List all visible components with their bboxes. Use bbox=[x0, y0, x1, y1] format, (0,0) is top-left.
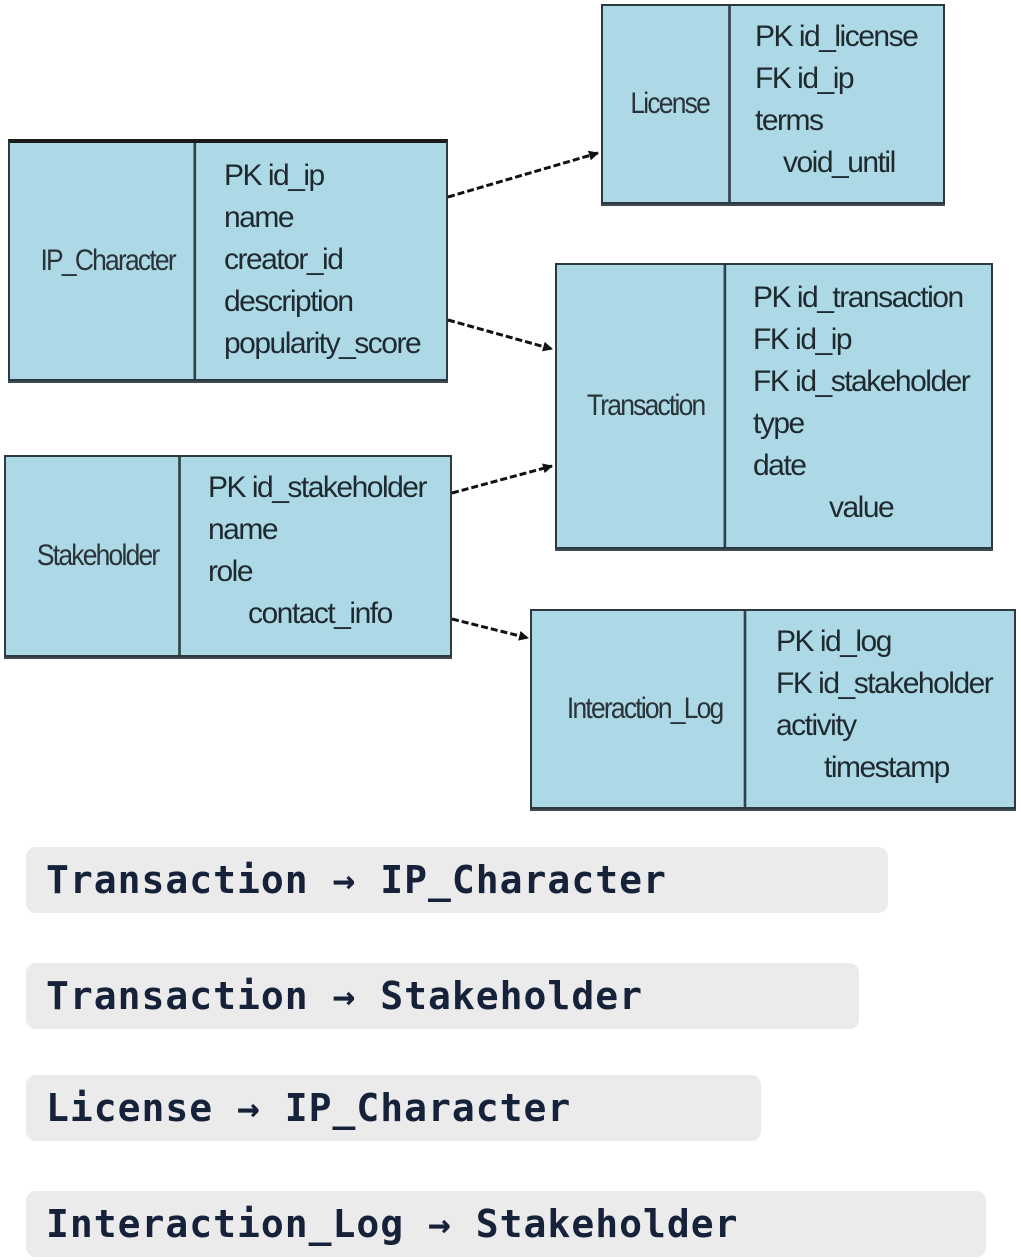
entity-fields: PK id_stakeholder name role contact_info bbox=[192, 457, 450, 655]
field: FK id_ip bbox=[755, 62, 855, 95]
entity-name: Interaction_Log bbox=[546, 611, 747, 807]
field: FK id_ip bbox=[753, 323, 853, 356]
entity-fields: PK id_license FK id_ip terms void_until bbox=[739, 6, 943, 202]
entity-license[interactable]: License PK id_license FK id_ip terms voi… bbox=[601, 4, 945, 204]
field: FK id_stakeholder bbox=[753, 365, 971, 398]
relation-snippet: Transaction → IP_Character bbox=[26, 847, 888, 913]
entity-stakeholder[interactable]: Stakeholder PK id_stakeholder name role … bbox=[4, 455, 452, 657]
relation-snippet: Interaction_Log → Stakeholder bbox=[26, 1191, 986, 1257]
arrow-stakeholder-to-interaction-log bbox=[451, 617, 529, 641]
arrow-stakeholder-to-transaction bbox=[451, 463, 553, 495]
arrow-ip-character-to-license bbox=[447, 150, 599, 199]
field: name bbox=[224, 201, 295, 234]
entity-name: License bbox=[611, 6, 731, 202]
field: creator_id bbox=[224, 243, 344, 276]
field: timestamp bbox=[824, 751, 950, 784]
entity-fields: PK id_transaction FK id_ip FK id_stakeho… bbox=[737, 265, 991, 547]
entity-transaction[interactable]: Transaction PK id_transaction FK id_ip F… bbox=[555, 263, 993, 549]
relation-snippet: License → IP_Character bbox=[26, 1075, 761, 1141]
entity-fields: PK id_log FK id_stakeholder activity tim… bbox=[760, 611, 1014, 807]
field: FK id_stakeholder bbox=[776, 667, 994, 700]
field: void_until bbox=[783, 146, 896, 179]
field: PK id_license bbox=[755, 20, 919, 53]
entity-name: Transaction bbox=[568, 265, 727, 547]
field: name bbox=[208, 513, 279, 546]
arrow-ip-character-to-transaction bbox=[447, 318, 553, 352]
field: value bbox=[829, 491, 895, 524]
entity-name: Stakeholder bbox=[17, 457, 181, 655]
entity-fields: PK id_ip name creator_id description pop… bbox=[208, 143, 446, 379]
field: date bbox=[753, 449, 807, 482]
field: description bbox=[224, 285, 354, 318]
field: activity bbox=[776, 709, 857, 742]
field: contact_info bbox=[248, 597, 393, 630]
field: PK id_stakeholder bbox=[208, 471, 428, 504]
field: PK id_ip bbox=[224, 159, 325, 192]
relationship-arrows bbox=[447, 150, 599, 641]
field: PK id_log bbox=[776, 625, 892, 658]
relation-snippet: Transaction → Stakeholder bbox=[26, 963, 859, 1029]
field: role bbox=[208, 555, 254, 588]
entity-name: IP_Character bbox=[22, 143, 197, 379]
field: type bbox=[753, 407, 805, 440]
field: popularity_score bbox=[224, 327, 422, 360]
entity-interaction-log[interactable]: Interaction_Log PK id_log FK id_stakehol… bbox=[530, 609, 1016, 809]
entity-ip-character[interactable]: IP_Character PK id_ip name creator_id de… bbox=[8, 139, 448, 381]
field: PK id_transaction bbox=[753, 281, 964, 314]
field: terms bbox=[755, 104, 824, 137]
